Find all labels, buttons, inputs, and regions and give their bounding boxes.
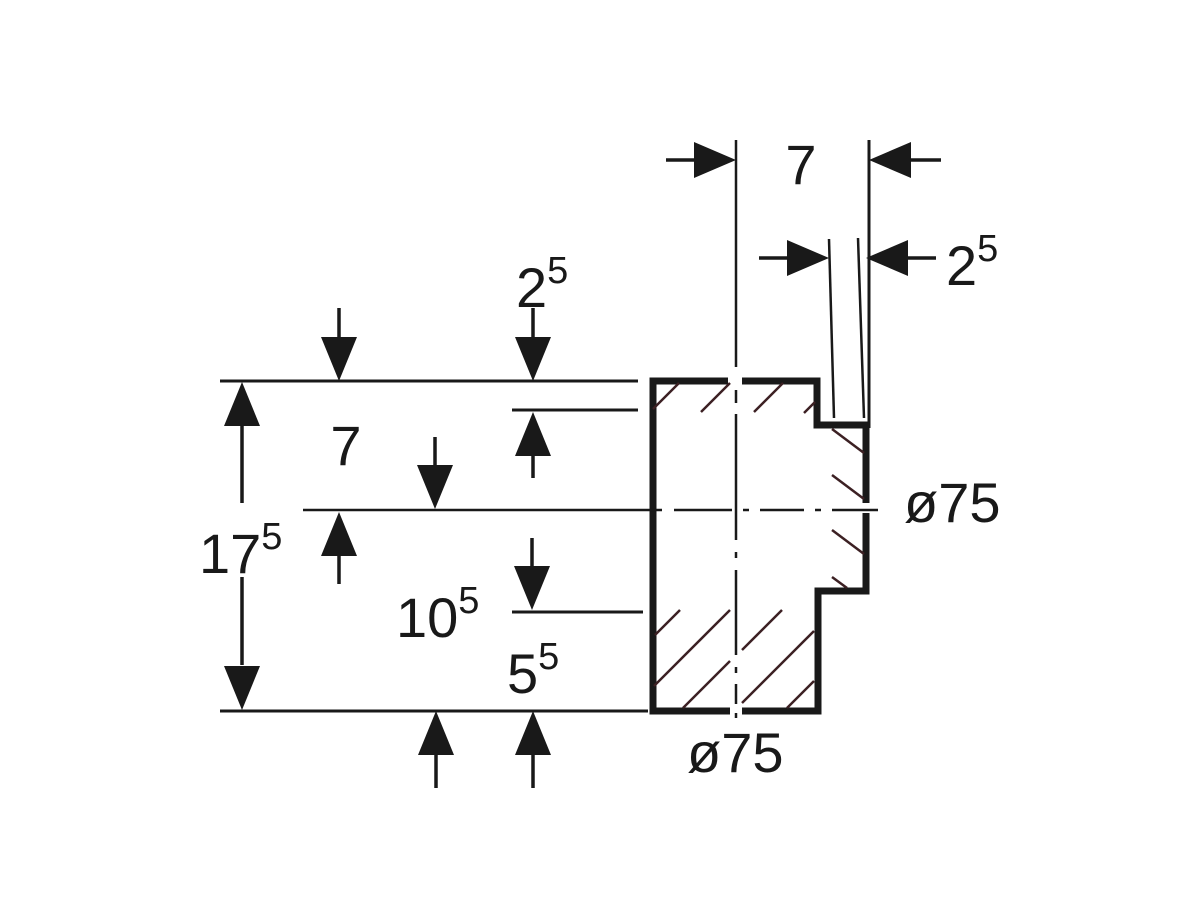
arrowhead-right-icon — [694, 142, 736, 178]
dim-label-bottom-ring: 55 — [507, 636, 559, 705]
arrowhead-up-icon — [224, 382, 260, 426]
arrowhead-down-icon — [321, 337, 357, 381]
arrowhead-down-icon — [417, 465, 453, 509]
hatch-line — [786, 680, 815, 709]
hatch-seal — [831, 428, 865, 590]
extension-lines — [220, 140, 871, 713]
arrowhead-up-icon — [321, 512, 357, 556]
hatch-body — [652, 382, 816, 709]
hatch-line — [803, 401, 816, 414]
hatch-line — [700, 382, 731, 413]
hatch-line — [652, 382, 680, 410]
dim-top-width: 7 — [666, 133, 941, 196]
dim-left-seal: 25 — [515, 250, 568, 478]
dim-left-upper: 7 — [321, 308, 362, 584]
hatch-line — [653, 609, 731, 687]
label-diameter-side: ø75 — [904, 471, 1001, 534]
dim-label-left-upper: 7 — [330, 414, 361, 477]
arrowhead-up-icon — [515, 711, 551, 755]
dim-label-left-seal: 25 — [516, 250, 568, 319]
ext-line-seal-outer — [856, 237, 866, 419]
arrowhead-left-icon — [869, 142, 911, 178]
dim-label-lower-height: 105 — [396, 580, 479, 649]
hatch-line — [831, 529, 865, 555]
label-diameter-bottom: ø75 — [687, 721, 784, 784]
part-outline — [649, 377, 870, 715]
hatch-line — [682, 660, 731, 709]
dim-top-seal: 25 — [759, 228, 998, 297]
hatch-line — [654, 609, 681, 636]
dim-label-top-width: 7 — [785, 133, 816, 196]
hatch-line — [831, 575, 848, 590]
dim-lower-height: 105 — [396, 437, 479, 788]
arrowhead-down-icon — [515, 337, 551, 381]
dim-label-top-seal: 25 — [946, 228, 998, 297]
part-bottom-step — [814, 587, 870, 715]
dim-total-height: 175 — [199, 382, 282, 710]
arrowhead-down-icon — [514, 566, 550, 610]
dim-label-total-height: 175 — [199, 516, 282, 585]
diameter-labels: ø75 ø75 — [687, 471, 1001, 784]
ext-line-seal-inner — [827, 238, 836, 419]
hatch-line — [741, 609, 783, 651]
arrowhead-left-icon — [866, 240, 908, 276]
centerlines — [303, 140, 878, 718]
hatch-line — [831, 474, 865, 500]
arrowhead-right-icon — [787, 240, 829, 276]
arrowhead-up-icon — [418, 711, 454, 755]
hatch-line — [753, 382, 784, 413]
arrowhead-up-icon — [515, 412, 551, 456]
dim-bottom-ring: 55 — [507, 538, 559, 788]
part-top-step — [813, 377, 866, 429]
hatch-line — [831, 428, 865, 454]
arrowhead-down-icon — [224, 666, 260, 710]
hatch-line — [741, 630, 815, 704]
